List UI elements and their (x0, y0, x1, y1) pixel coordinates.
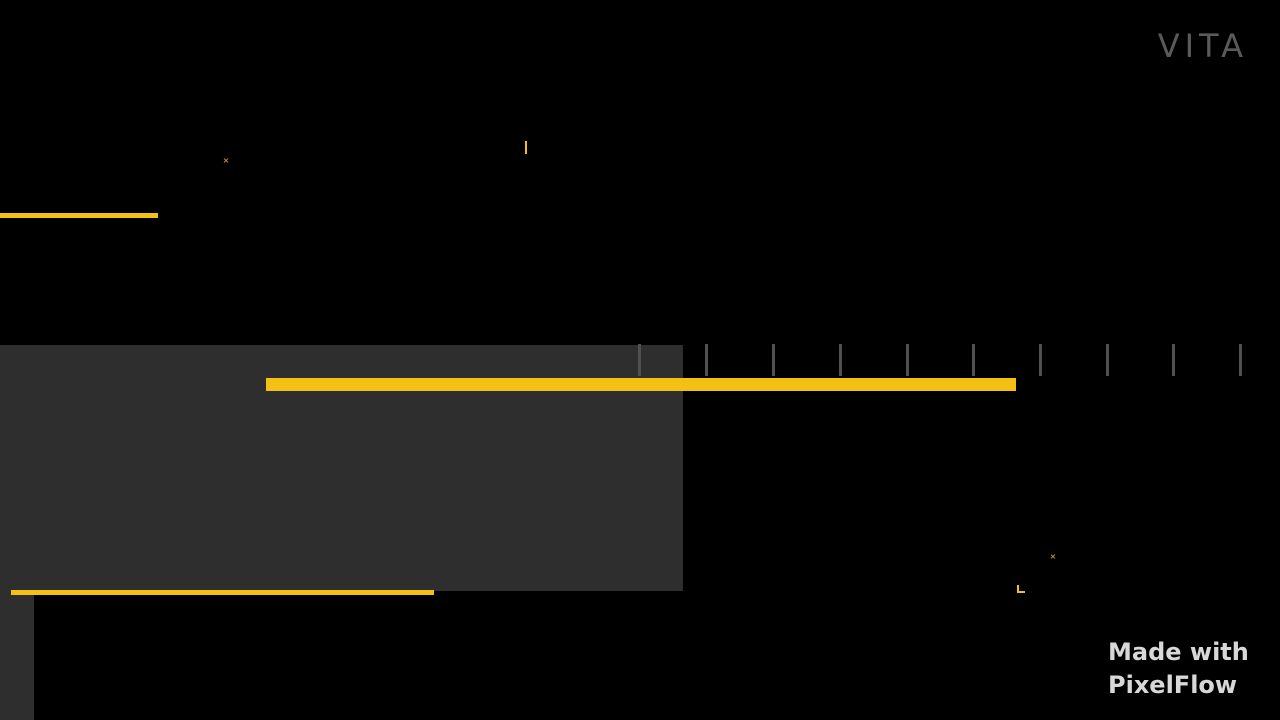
accent-bar-bottom (11, 590, 434, 595)
tick-row (0, 344, 1280, 376)
watermark-line-1: Made with (1108, 638, 1249, 666)
corner-bracket-icon (1017, 585, 1025, 593)
tick-mark (772, 344, 775, 376)
tick-mark (1106, 344, 1109, 376)
small-accent-tick (525, 141, 527, 154)
pixelflow-watermark: Made with PixelFlow (1108, 636, 1249, 702)
tick-mark (972, 344, 975, 376)
tick-mark (839, 344, 842, 376)
x-mark-icon: × (1049, 552, 1057, 561)
x-mark-icon: × (222, 156, 230, 165)
tick-mark (906, 344, 909, 376)
vita-logo: VITA (1157, 27, 1248, 65)
watermark-line-2: PixelFlow (1108, 671, 1238, 699)
accent-bar-main (266, 378, 1016, 391)
tick-mark (1172, 344, 1175, 376)
tick-mark (705, 344, 708, 376)
tick-mark (638, 344, 641, 376)
accent-bar-top-left (0, 213, 158, 218)
tick-mark (1039, 344, 1042, 376)
tick-mark (1239, 344, 1242, 376)
gray-strip (0, 591, 34, 720)
